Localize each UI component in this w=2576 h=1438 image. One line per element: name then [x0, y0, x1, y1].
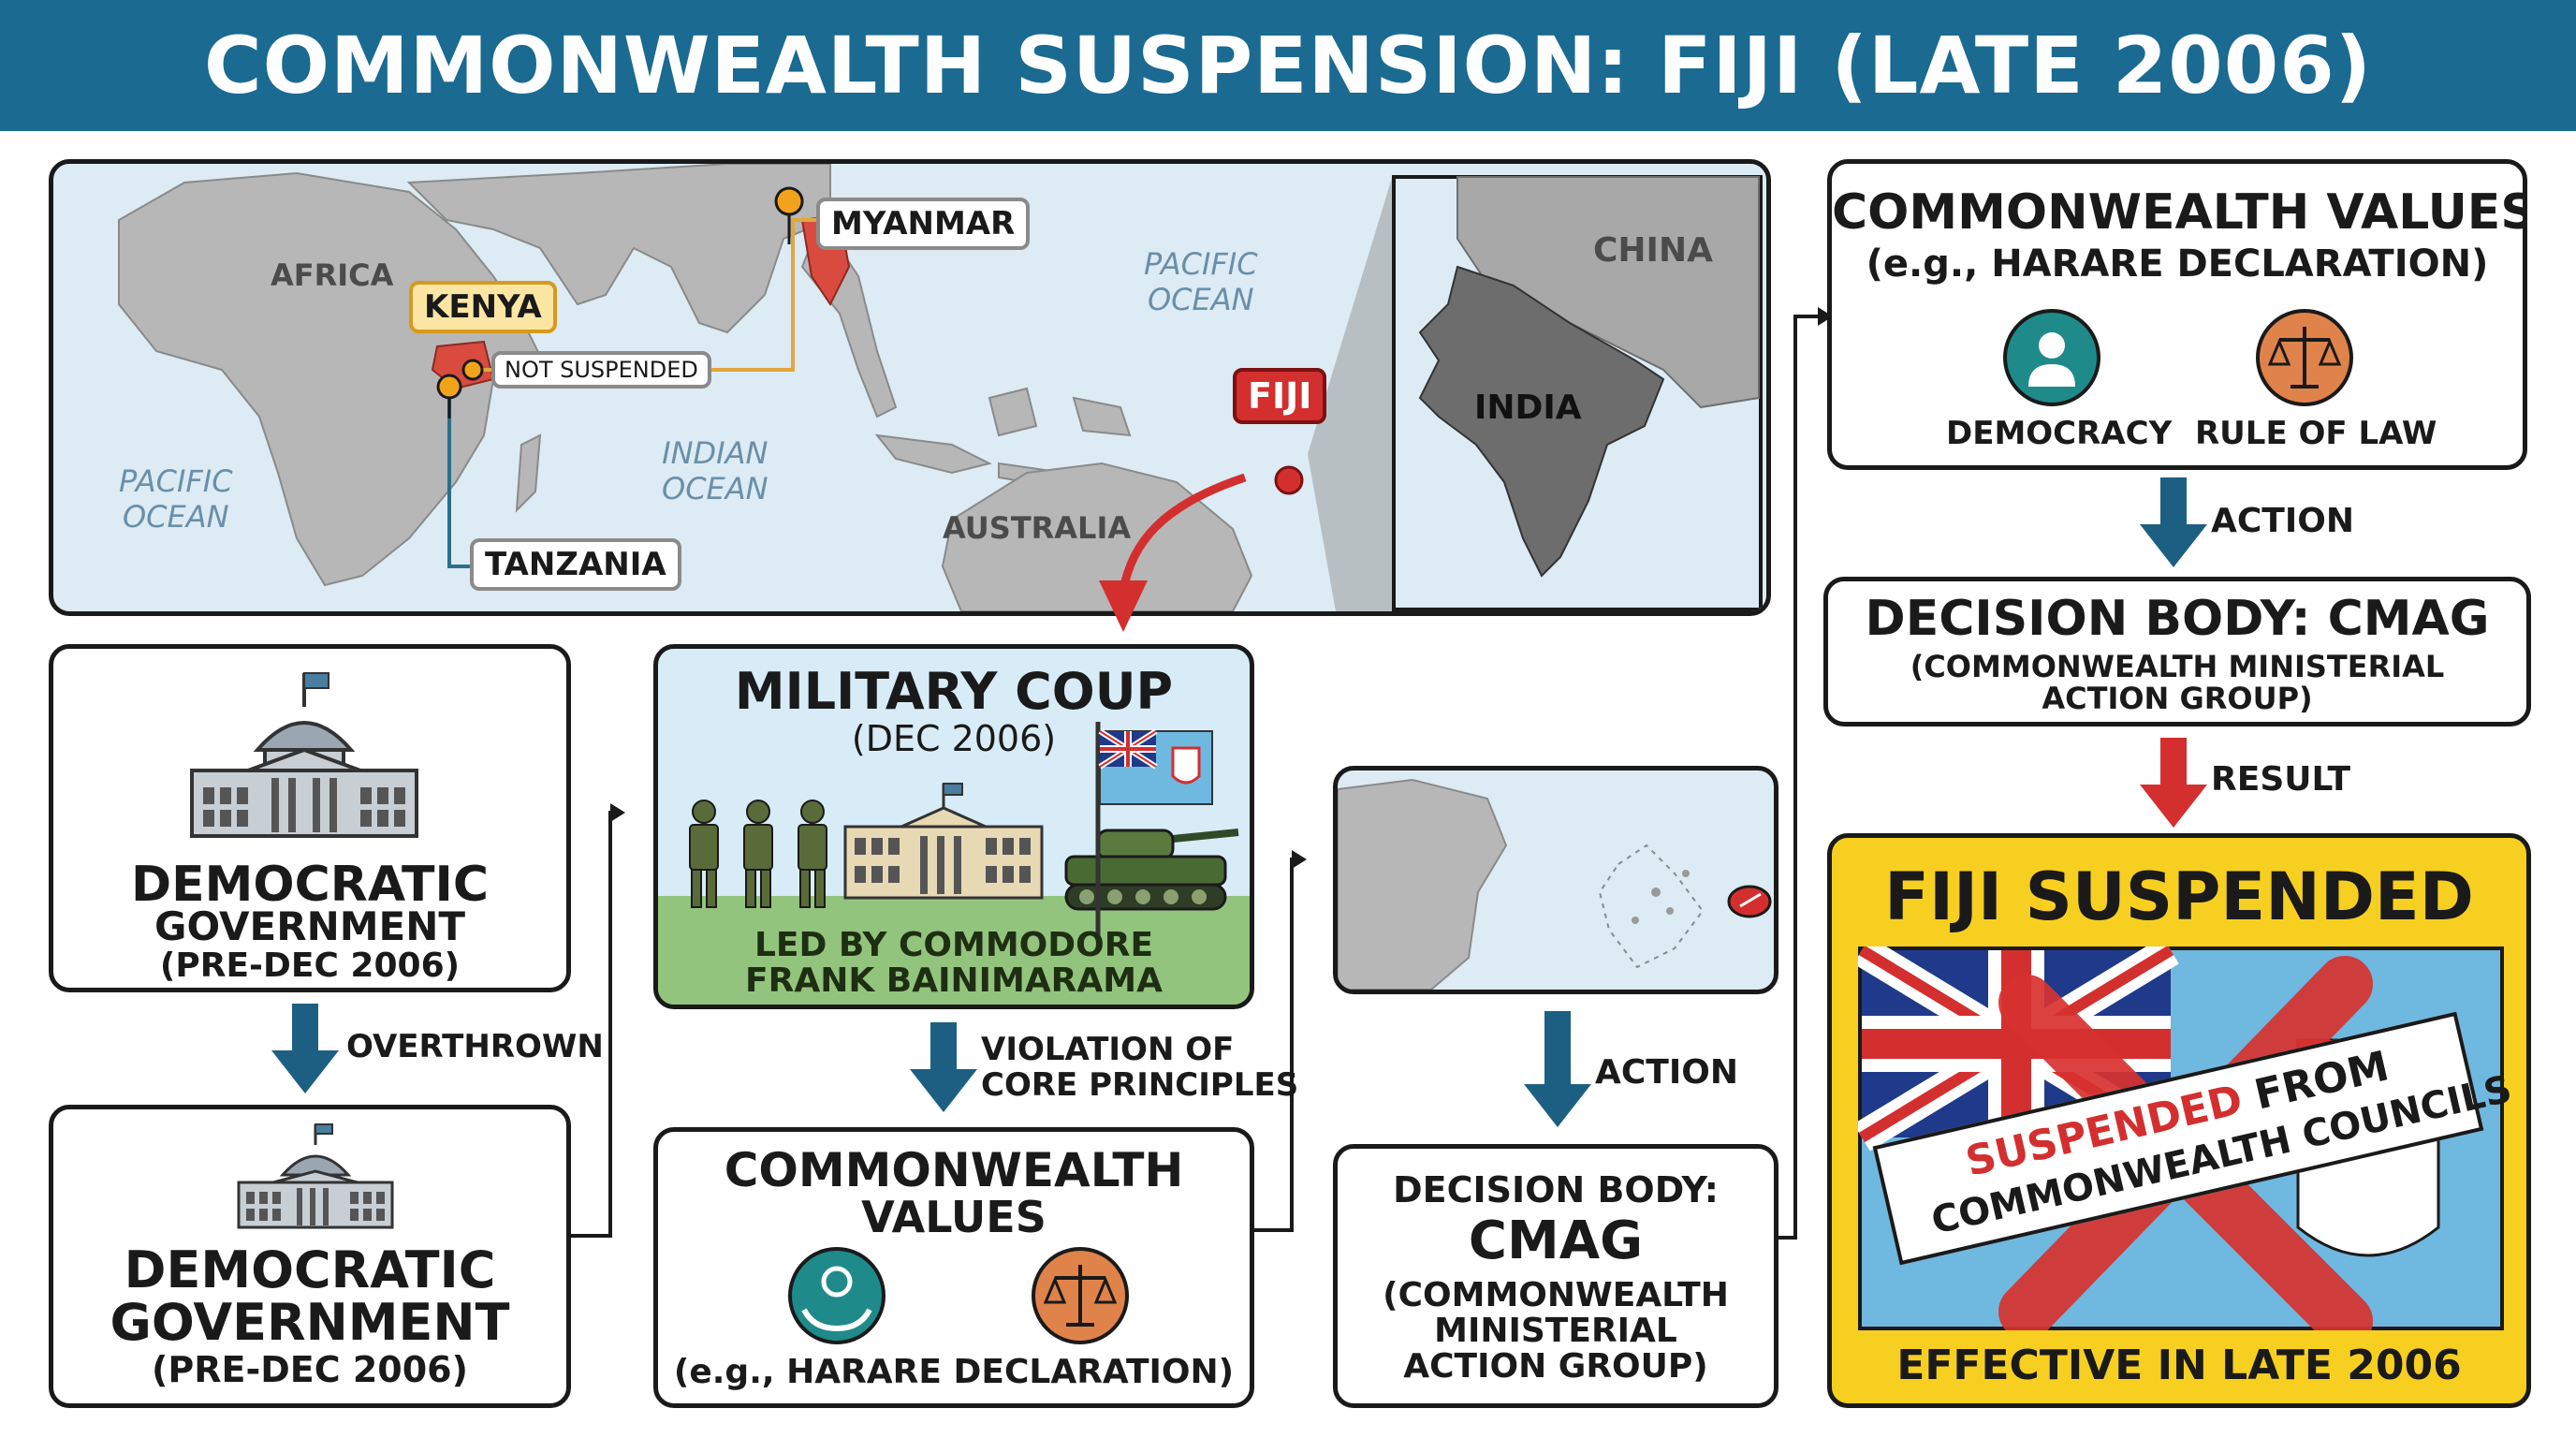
values-bottom-line1: COMMONWEALTH [724, 1143, 1184, 1197]
rule-of-law-label: RULE OF LAW [2195, 415, 2437, 452]
coup-led-by-line1: LED BY COMMODORE [754, 926, 1154, 964]
not-suspended-label: NOT SUSPENDED [491, 351, 711, 389]
title-banner: COMMONWEALTH SUSPENSION: FIJI (LATE 2006… [0, 0, 2576, 131]
values-bottom-line2: VALUES [861, 1192, 1046, 1242]
democratic-government-card-1: DEMOCRATIC GOVERNMENT (PRE-DEC 2006) [49, 644, 571, 992]
india-landmass [1418, 265, 1665, 578]
cmag-to-values-connector [1777, 307, 1833, 1240]
cmag-card-right: DECISION BODY: CMAG (COMMONWEALTH MINIST… [1823, 577, 2531, 726]
government-building-icon [843, 783, 1044, 900]
commonwealth-values-card-top: COMMONWEALTH VALUES (e.g., HARARE DECLAR… [1827, 159, 2527, 470]
kenya-label: KENYA [409, 281, 557, 333]
values-top-line2: (e.g., HARARE DECLARATION) [1866, 242, 2489, 286]
scales-of-justice-icon [1032, 1247, 1129, 1344]
effective-label: EFFECTIVE IN LATE 2006 [1896, 1342, 2462, 1389]
dem-gov-1-line3: (PRE-DEC 2006) [159, 946, 461, 985]
result-arrow [2140, 738, 2207, 828]
fiji-label: FIJI [1233, 368, 1327, 424]
coup-title: MILITARY COUP [734, 662, 1174, 721]
label-pacific-ocean-west: PACIFIC OCEAN [119, 463, 233, 535]
fiji-suspended-card: FIJI SUSPENDED SUSPENDED FROM [1827, 833, 2531, 1408]
dem-gov-2-line1: DEMOCRATIC [124, 1240, 496, 1299]
dem-gov-1-line2: GOVERNMENT [154, 903, 466, 949]
cmag-mid-line5: ACTION GROUP) [1403, 1347, 1708, 1386]
coup-led-by-line2: FRANK BAINIMARAMA [745, 961, 1163, 1000]
australia-landmass [941, 462, 1253, 611]
dem-gov-1-line1: DEMOCRATIC [130, 857, 490, 913]
map-graphic [118, 164, 1763, 611]
zoom-wedge [1308, 178, 1392, 611]
tanzania-pin-icon [436, 374, 462, 419]
kenya-pin-icon [461, 359, 484, 381]
action-arrow-mid [1524, 1011, 1591, 1127]
suspended-title: FIJI SUSPENDED [1884, 858, 2474, 935]
fiji-to-coup-arrow [1099, 473, 1247, 632]
rule-of-law-scales-icon [2256, 309, 2353, 406]
gov-to-coup-connector [569, 803, 625, 1238]
overthrown-arrow [271, 1004, 339, 1093]
cmag-mid-line1: DECISION BODY: [1393, 1169, 1719, 1211]
cmag-mid-line2: CMAG [1468, 1211, 1644, 1271]
fiji-flag-icon [1095, 722, 1213, 937]
dem-gov-2-line3: (PRE-DEC 2006) [152, 1349, 468, 1390]
values-top-line1: COMMONWEALTH VALUES [1832, 184, 2527, 241]
democratic-government-card-2: DEMOCRATIC GOVERNMENT (PRE-DEC 2006) [49, 1105, 571, 1408]
tanzania-label: TANZANIA [470, 538, 681, 591]
result-label: RESULT [2211, 760, 2351, 799]
violation-label: VIOLATION OF CORE PRINCIPLES [981, 1031, 1299, 1104]
madagascar [515, 433, 542, 513]
world-map-panel: AFRICA PACIFIC OCEAN INDIAN OCEAN PACIFI… [49, 159, 1771, 616]
parliament-building-icon [190, 672, 418, 838]
grass-ground [658, 896, 1250, 1005]
cmag-right-line2: (COMMONWEALTH MINISTERIAL [1910, 649, 2445, 684]
action-arrow-right [2140, 477, 2207, 567]
democracy-person-icon [2003, 309, 2100, 406]
fiji-region-map-card [1333, 766, 1778, 994]
fiji-region-map [1338, 778, 1772, 990]
myanmar-label: MYANMAR [816, 198, 1031, 250]
africa-landmass [118, 171, 542, 587]
cmag-right-line1: DECISION BODY: CMAG [1865, 591, 2490, 647]
tank-icon [1064, 829, 1239, 911]
fiji-location-dot [1274, 465, 1304, 495]
democracy-hands-icon [788, 1247, 886, 1344]
label-australia: AUSTRALIA [943, 510, 1132, 546]
myanmar-pin-icon [774, 186, 804, 245]
label-pacific-ocean-east: PACIFIC OCEAN [1144, 246, 1258, 317]
page-title: COMMONWEALTH SUSPENSION: FIJI (LATE 2006… [203, 20, 2373, 111]
violation-arrow [910, 1022, 977, 1112]
dem-gov-2-line2: GOVERNMENT [110, 1293, 510, 1352]
commonwealth-values-card-bottom: COMMONWEALTH VALUES (e.g., HARARE DECLAR… [653, 1127, 1254, 1408]
values-bottom-note: (e.g., HARARE DECLARATION) [673, 1353, 1235, 1391]
action-label-right: ACTION [2211, 502, 2354, 540]
label-india: INDIA [1474, 389, 1582, 427]
asia-landmass [406, 164, 831, 334]
label-africa: AFRICA [271, 257, 394, 293]
military-coup-card: MILITARY COUP (DEC 2006) [653, 644, 1254, 1009]
democracy-label: DEMOCRACY [1946, 415, 2173, 452]
coup-date: (DEC 2006) [851, 718, 1057, 759]
cmag-right-line3: ACTION GROUP) [2042, 681, 2313, 716]
overthrown-label: OVERTHROWN [346, 1028, 604, 1065]
action-label-mid: ACTION [1595, 1053, 1738, 1092]
cmag-card-mid: DECISION BODY: CMAG (COMMONWEALTH MINIST… [1333, 1144, 1778, 1408]
label-indian-ocean: INDIAN OCEAN [662, 435, 768, 506]
label-china: CHINA [1593, 231, 1713, 270]
cmag-mid-line3: (COMMONWEALTH [1383, 1276, 1729, 1314]
cmag-mid-line4: MINISTERIAL [1434, 1312, 1677, 1350]
values-to-inset-connector [1252, 850, 1307, 1232]
soldiers-icon [689, 800, 827, 908]
parliament-building-small-icon [237, 1123, 394, 1229]
